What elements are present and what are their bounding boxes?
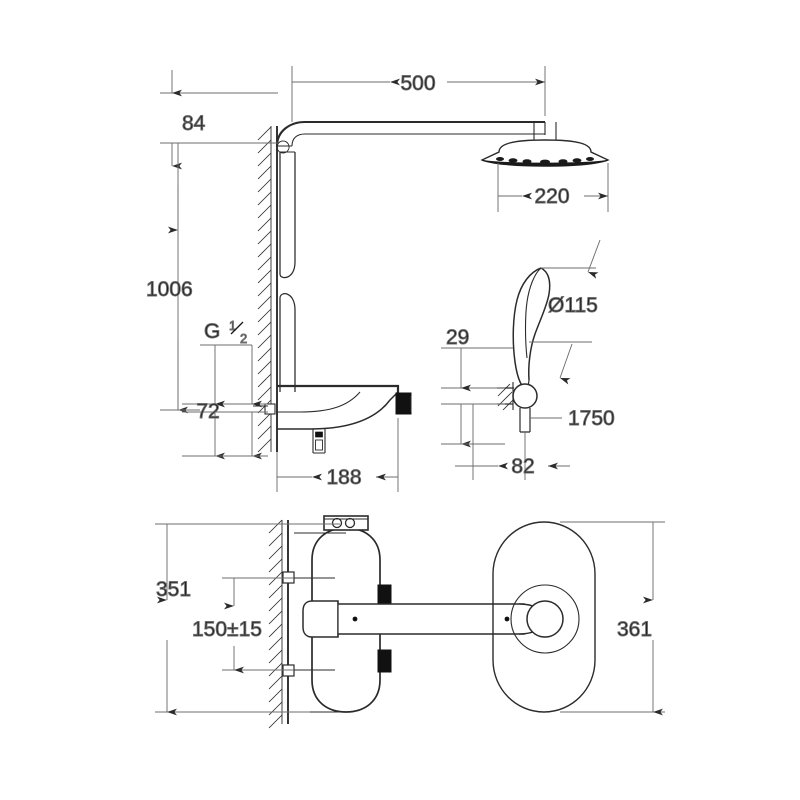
dimension-188: 188 <box>276 418 399 492</box>
dimension-500: 500 <box>291 66 546 122</box>
dimension-1750: 1750 <box>530 407 615 430</box>
dimension-351: 351 <box>155 523 340 716</box>
dimension-label-188: 188 <box>326 466 361 489</box>
dimension-1006: 1006 <box>146 143 200 414</box>
head-shower-disc <box>480 122 610 167</box>
dimension-82: 82 <box>455 404 570 480</box>
dimension-label-84: 84 <box>182 112 206 135</box>
dimension-label-220: 220 <box>534 185 569 208</box>
dimension-361: 361 <box>560 521 665 716</box>
riser-pipe <box>279 151 296 392</box>
dimension-label-G: G <box>204 320 220 343</box>
dimension-150pm15: 150±15 <box>192 577 294 674</box>
dimension-label-1750: 1750 <box>568 407 615 430</box>
dimension-label-29: 29 <box>446 326 469 349</box>
hatched-wall <box>257 126 278 453</box>
dimension-label-351: 351 <box>156 578 191 601</box>
hand-shower-holder <box>497 382 538 433</box>
shower-arm <box>275 120 546 154</box>
dimension-29: 29 <box>441 326 513 448</box>
dimension-label-361: 361 <box>617 618 652 641</box>
dimension-label-82: 82 <box>511 455 534 478</box>
cover-plate-oval <box>492 521 596 713</box>
dimension-label-150pm15: 150±15 <box>192 618 262 641</box>
dimension-72: 72 <box>182 360 268 460</box>
dimension-84: 84 <box>160 70 278 170</box>
dimension-label-G-sub: 2 <box>240 331 247 346</box>
thermostat-valve-body-side <box>253 384 412 454</box>
hand-shower <box>512 267 551 390</box>
lever-handle <box>302 600 546 638</box>
dimension-dia115: Ø115 <box>529 239 601 385</box>
dimension-label-1006: 1006 <box>146 278 193 301</box>
dimension-label-500: 500 <box>400 72 435 95</box>
dimension-label-dia115: Ø115 <box>548 294 598 317</box>
hatched-wall-plan <box>268 519 289 729</box>
dimension-220: 220 <box>497 163 609 212</box>
dimension-G-half: G 1 2 <box>200 318 253 400</box>
dimension-label-G-sup: 1 <box>229 318 236 333</box>
dimension-label-72: 72 <box>196 400 219 423</box>
